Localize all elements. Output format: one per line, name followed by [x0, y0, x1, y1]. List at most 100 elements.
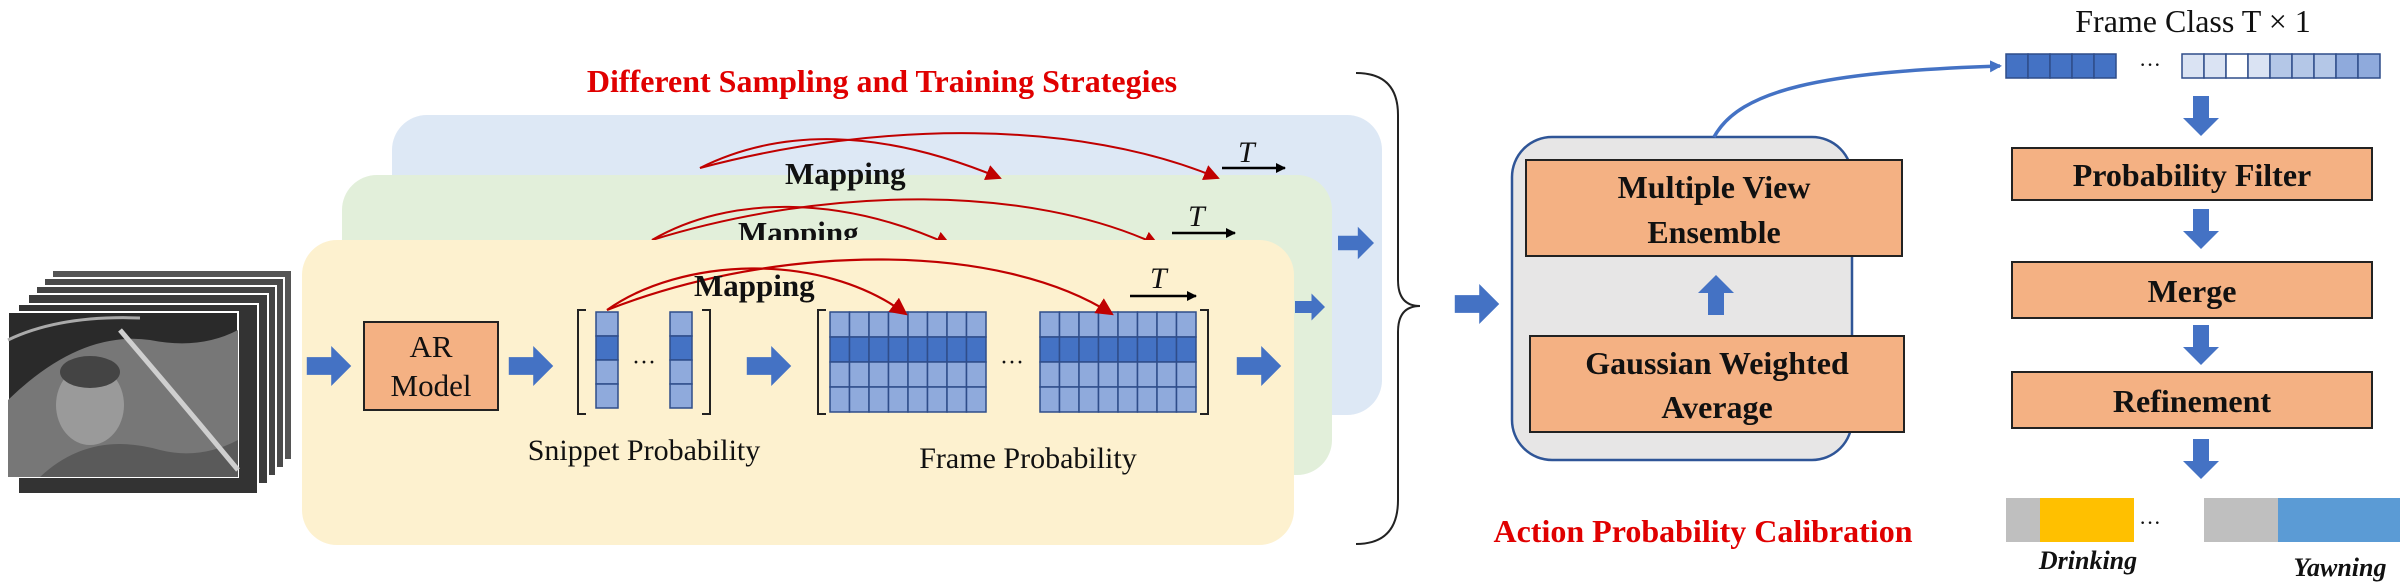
- brace-output-arrow: [1454, 284, 1500, 324]
- frame-class-cell: [2093, 53, 2117, 79]
- gaussian-label-2: Average: [1661, 389, 1772, 425]
- result-segments: ···: [2006, 498, 2400, 542]
- ensemble-to-frame-class-arrow: [1712, 60, 2002, 138]
- frame-probability-cell: [965, 361, 987, 388]
- snippet-probability: ···: [577, 309, 711, 415]
- frame-probability-cell: [1078, 361, 1100, 388]
- frame-probability-cell: [1175, 311, 1197, 338]
- frame-probability-cell: [1136, 386, 1158, 413]
- frame-class-cell: [2203, 53, 2227, 79]
- frame-probability-cell: [1117, 386, 1139, 413]
- frame-probability-cell: [1117, 311, 1139, 338]
- calibration-title: Action Probability Calibration: [1494, 513, 1913, 549]
- frame-probability-cell: [887, 311, 909, 338]
- frame-probability-cell: [1175, 336, 1197, 363]
- probability-filter-box: Probability Filter: [2011, 147, 2373, 201]
- frame-probability-cell: [829, 361, 851, 388]
- ar-model-box: AR Model: [363, 321, 499, 411]
- frame-class-cell: [2181, 53, 2205, 79]
- frame-class-strip: ···: [2005, 52, 2381, 79]
- frame-class-down-arrow: [2183, 96, 2219, 136]
- svg-text:···: ···: [2139, 52, 2161, 77]
- frame-probability-cell: [1097, 311, 1119, 338]
- frame-probability-cell: [946, 386, 968, 413]
- frame-probability-cell: [946, 361, 968, 388]
- snippet-probability-label: Snippet Probability: [528, 434, 761, 467]
- drinking-label: Drinking: [2038, 546, 2137, 575]
- frame-probability-cell: [965, 336, 987, 363]
- frame-probability-cell: [829, 386, 851, 413]
- calibration-group: [1510, 135, 1905, 462]
- frame-probability-cell: [868, 336, 890, 363]
- frame-class-cell: [2049, 53, 2073, 79]
- frame-class-cell: [2291, 53, 2315, 79]
- front-panel-mapping: Mapping T: [606, 258, 1197, 316]
- yawning-label: Yawning: [2294, 553, 2387, 582]
- frame-probability-cell: [868, 311, 890, 338]
- svg-text:Mapping: Mapping: [694, 268, 815, 303]
- diagram-title: Different Sampling and Training Strategi…: [587, 63, 1177, 99]
- svg-text:Model: Model: [391, 368, 472, 403]
- multiple-view-ensemble-box: [1525, 159, 1903, 257]
- frame-probability-cell: [887, 361, 909, 388]
- frame-probability-cell: [1097, 386, 1119, 413]
- frame-probability-cell: [848, 336, 870, 363]
- frame-probability-cell: [1058, 311, 1080, 338]
- frame-probability-cell: [907, 361, 929, 388]
- merge-box: Merge: [2011, 261, 2373, 319]
- gaussian-label-1: Gaussian Weighted: [1585, 345, 1849, 381]
- frame-probability-cell: [1039, 336, 1061, 363]
- frame-probability-cell: [1136, 361, 1158, 388]
- frame-class-cell: [2335, 53, 2359, 79]
- svg-text:Mapping: Mapping: [785, 156, 906, 191]
- frame-probability-cell: [868, 386, 890, 413]
- frame-probability-cell: [868, 361, 890, 388]
- svg-text:T: T: [1188, 200, 1207, 233]
- frame-probability-cell: [946, 311, 968, 338]
- frame-probability-cell: [1039, 311, 1061, 338]
- frame-probability-cell: [907, 386, 929, 413]
- svg-text:···: ···: [632, 350, 656, 376]
- frame-probability-cell: [1117, 361, 1139, 388]
- frame-class-cell: [2027, 53, 2051, 79]
- frame-probability-cell: [848, 361, 870, 388]
- frame-probability-cell: [946, 336, 968, 363]
- frame-probability-cell: [1156, 336, 1178, 363]
- merge-down-arrow: [2183, 325, 2219, 365]
- refinement-box: Refinement: [2011, 371, 2373, 429]
- svg-text:Merge: Merge: [2148, 273, 2237, 309]
- frame-probability: ···: [817, 309, 1209, 415]
- frame-probability-cell: [965, 311, 987, 338]
- svg-text:···: ···: [2139, 510, 2161, 535]
- back-panel-mapping: Mapping T: [699, 132, 1286, 191]
- frame-probability-cell: [829, 311, 851, 338]
- ensemble-label-1: Multiple View: [1618, 169, 1811, 205]
- frame-probability-cell: [829, 336, 851, 363]
- frame-probability-cell: [1156, 361, 1178, 388]
- frame-class-cell: [2005, 53, 2029, 79]
- frame-probability-cell: [1039, 386, 1061, 413]
- frame-probability-cell: [907, 336, 929, 363]
- gaussian-weighted-average-box: [1529, 335, 1905, 433]
- svg-text:Probability Filter: Probability Filter: [2073, 157, 2311, 193]
- frame-probability-cell: [1078, 386, 1100, 413]
- frame-probability-cell: [1058, 336, 1080, 363]
- frame-probability-cell: [1156, 386, 1178, 413]
- refinement-down-arrow: [2183, 439, 2219, 479]
- ensemble-label-2: Ensemble: [1647, 214, 1780, 250]
- frame-probability-cell: [1078, 311, 1100, 338]
- frame-class-cell: [2269, 53, 2293, 79]
- svg-text:T: T: [1150, 262, 1169, 295]
- frame-probability-cell: [1175, 361, 1197, 388]
- frame-probability-cell: [907, 311, 929, 338]
- svg-text:T: T: [1238, 136, 1257, 169]
- strategies-brace: [1355, 72, 1421, 545]
- frame-probability-cell: [1078, 336, 1100, 363]
- frame-probability-cell: [1136, 336, 1158, 363]
- frame-probability-cell: [1058, 361, 1080, 388]
- frame-probability-cell: [1097, 361, 1119, 388]
- svg-text:Refinement: Refinement: [2113, 383, 2272, 419]
- frame-probability-cell: [848, 386, 870, 413]
- frame-probability-cell: [1039, 361, 1061, 388]
